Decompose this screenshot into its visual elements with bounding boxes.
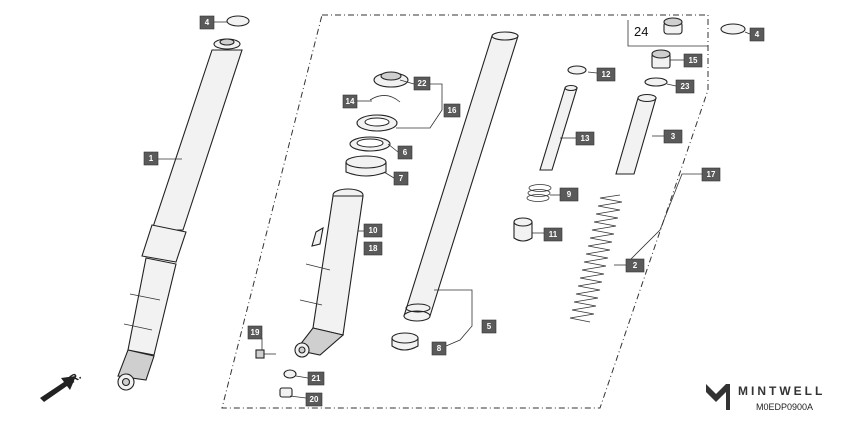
assembly-boundary xyxy=(221,14,709,409)
fork-bolt xyxy=(651,49,671,69)
damper-rod xyxy=(539,84,578,171)
svg-text:15: 15 xyxy=(689,56,698,65)
callout-6: 6 xyxy=(397,145,413,160)
svg-text:9: 9 xyxy=(567,190,572,199)
svg-text:14: 14 xyxy=(346,97,355,106)
callout-16: 16 xyxy=(443,103,461,118)
svg-text:11: 11 xyxy=(549,230,558,239)
slider-bushing xyxy=(345,155,387,177)
fork-inner-tube xyxy=(403,31,519,322)
callout-3: 3 xyxy=(663,129,683,144)
oil-lock-piece xyxy=(513,217,533,242)
callout-10: 10 xyxy=(363,223,383,238)
svg-text:16: 16 xyxy=(448,106,457,115)
callout-22: 22 xyxy=(413,76,431,91)
callout-7: 7 xyxy=(393,171,409,186)
fork-cap-bolt xyxy=(663,17,683,35)
fork-spacer xyxy=(615,93,657,175)
callout-15: 15 xyxy=(683,53,703,68)
svg-text:10: 10 xyxy=(369,226,378,235)
stopper-ring-left xyxy=(226,15,250,27)
stopper-ring-right xyxy=(720,23,746,35)
svg-text:7: 7 xyxy=(399,174,404,183)
callout-18: 18 xyxy=(363,241,383,256)
svg-text:23: 23 xyxy=(681,82,690,91)
svg-text:4: 4 xyxy=(205,18,210,27)
callout-23: 23 xyxy=(675,79,695,94)
callout-17: 17 xyxy=(701,167,721,182)
callout-4-left: 4 xyxy=(199,15,215,30)
svg-text:20: 20 xyxy=(310,395,319,404)
svg-text:6: 6 xyxy=(403,148,408,157)
callout-4-right: 4 xyxy=(749,27,765,42)
diagram-code: M0EDP0900A xyxy=(756,402,814,412)
stopper-ring-clip xyxy=(369,95,401,103)
callout-2: 2 xyxy=(625,258,645,273)
rebound-spring xyxy=(526,184,552,202)
front-arrow: FR. xyxy=(40,370,83,402)
svg-text:3: 3 xyxy=(671,132,676,141)
svg-text:17: 17 xyxy=(707,170,716,179)
callout-21: 21 xyxy=(307,371,325,386)
mintwell-logo-mark xyxy=(706,384,730,410)
svg-text:4: 4 xyxy=(755,30,760,39)
back-up-ring xyxy=(349,136,391,152)
callout-12: 12 xyxy=(596,67,616,82)
callout-11: 11 xyxy=(543,227,563,242)
item-24-group: 24 xyxy=(627,20,708,47)
sealing-washer xyxy=(283,369,297,379)
o-ring xyxy=(644,77,668,87)
brand-name: MINTWELL xyxy=(738,384,826,398)
callout-5: 5 xyxy=(481,319,497,334)
oil-seal xyxy=(356,114,398,132)
svg-text:5: 5 xyxy=(487,322,492,331)
svg-text:18: 18 xyxy=(369,244,378,253)
fork-spring xyxy=(569,194,623,323)
dust-seal xyxy=(373,71,409,88)
callout-20: 20 xyxy=(305,392,323,407)
svg-text:13: 13 xyxy=(581,134,590,143)
svg-text:19: 19 xyxy=(251,328,260,337)
socket-bolt xyxy=(279,387,293,398)
callout-24: 24 xyxy=(634,24,648,39)
svg-text:22: 22 xyxy=(418,79,427,88)
callout-1: 1 xyxy=(143,151,159,166)
svg-text:8: 8 xyxy=(437,344,442,353)
svg-text:12: 12 xyxy=(602,70,611,79)
flange-bolt xyxy=(255,349,276,359)
svg-text:1: 1 xyxy=(149,154,154,163)
leader-lines xyxy=(156,21,751,399)
fork-bottom-case xyxy=(294,188,364,358)
rebound-spring-seat xyxy=(567,65,587,75)
callout-19: 19 xyxy=(247,325,263,340)
front-arrow-label: FR. xyxy=(62,370,83,389)
fork-outer-tube xyxy=(117,38,243,391)
callout-14: 14 xyxy=(342,94,358,109)
callout-8: 8 xyxy=(431,341,447,356)
callout-13: 13 xyxy=(575,131,595,146)
svg-text:21: 21 xyxy=(312,374,321,383)
callout-9: 9 xyxy=(559,187,579,202)
guide-bushing xyxy=(391,332,419,351)
svg-text:2: 2 xyxy=(633,261,638,270)
